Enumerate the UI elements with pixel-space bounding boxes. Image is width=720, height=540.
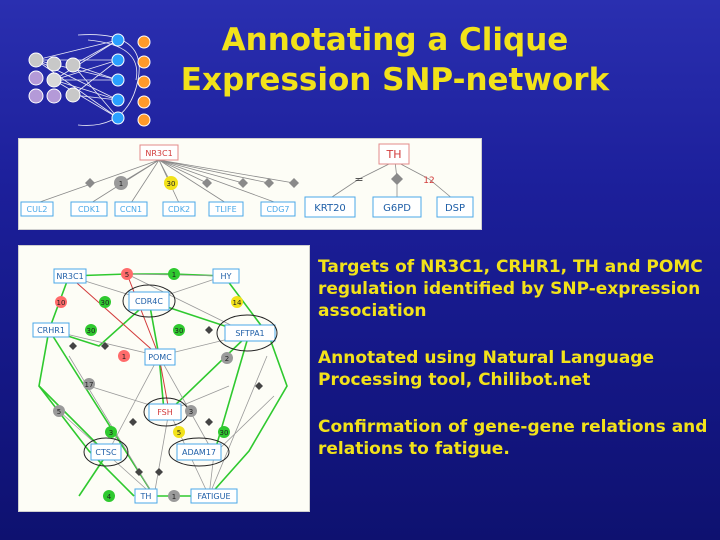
edge-label-13: 3 [109,429,113,437]
edge-label-15: 30 [220,429,229,437]
node-cdr4c: CDR4C [135,297,163,306]
node-nr3c1: NR3C1 [56,272,83,281]
top-target-2: CDK1 [78,205,100,214]
network-logo-icon [28,33,151,127]
node-th: TH [140,492,152,501]
node-ctsc: CTSC [95,448,117,457]
node-crhr1: CRHR1 [37,326,65,335]
top-edge-label-eq: = [354,173,363,186]
edge-label-6: 30 [87,327,96,335]
node-sftpa1: SFTPA1 [235,329,264,338]
edge-label-5: 14 [233,299,242,307]
edge-label-2: 1 [172,271,176,279]
top-target-g6pd: G6PD [383,203,411,214]
node-fatigue: FATIGUE [197,492,230,501]
top-edge-label-12: 12 [423,176,434,186]
edge-label-11: 5 [57,408,61,416]
top-hub-th: TH [386,148,402,161]
edge-label-10: 17 [85,381,94,389]
edge-label-3: 10 [57,299,66,307]
edge-label-4: 30 [101,299,110,307]
bullet-confirmation: Confirmation of gene-gene relations and … [318,417,708,459]
top-target-6: CDG7 [266,205,289,214]
top-target-4: CDK2 [168,205,190,214]
node-hy: HY [221,272,232,281]
top-hub-nr3c1: NR3C1 [145,149,172,158]
title-line-1: Annotating a Clique [221,22,569,58]
top-target-5: TLIFE [214,205,236,214]
bullet-targets: Targets of NR3C1, CRHR1, TH and POMC reg… [318,257,703,321]
clique-network-panel: NR3C1 HY CDR4C SFTPA1 CRHR1 POMC FSH CTS… [18,245,310,512]
edge-label-8: 1 [122,353,126,361]
top-target-3: CCN1 [120,205,142,214]
edge-label-16: 1 [172,493,176,501]
top-edge-label-30: 30 [167,180,176,188]
node-adam17: ADAM17 [182,448,216,457]
edge-label-1: 5 [125,271,129,279]
edge-label-14: 5 [177,429,181,437]
top-target-1: CUL2 [27,205,48,214]
top-target-dsp: DSP [445,203,465,214]
edge-label-12: 3 [189,408,193,416]
slide-title: Annotating a Clique Expression SNP-netwo… [160,20,630,100]
edge-label-9: 2 [225,355,229,363]
edge-label-17: 4 [107,493,112,501]
top-network-panel: NR3C1 1 30 CUL2 CDK1 CCN1 CDK2 TLIFE CDG… [18,138,482,230]
node-fsh: FSH [157,408,173,417]
bullet-annotated: Annotated using Natural Language Process… [318,348,654,390]
bullet-list: Targets of NR3C1, CRHR1, TH and POMC reg… [318,256,713,485]
title-line-2: Expression SNP-network [180,62,610,98]
top-target-krt20: KRT20 [314,203,346,214]
node-pomc: POMC [148,353,172,362]
top-edge-label-1: 1 [119,180,123,188]
edge-label-7: 30 [175,327,184,335]
